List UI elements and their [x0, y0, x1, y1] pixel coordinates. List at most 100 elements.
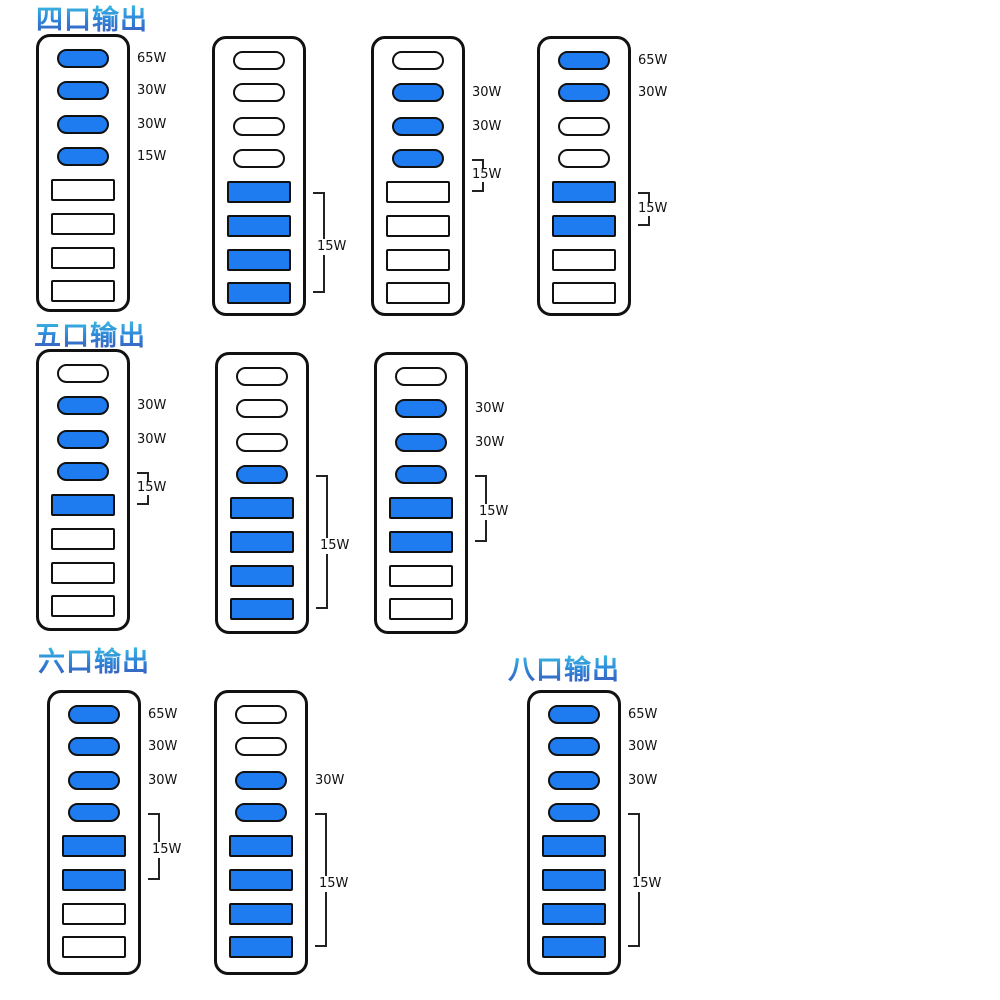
shared-wattage-label: 15W [632, 875, 662, 892]
usb-c-port-icon [235, 705, 287, 724]
usb-c-port-icon [57, 462, 109, 481]
port-wattage-label: 65W [148, 706, 178, 722]
usb-c-port-icon [392, 51, 444, 70]
shared-wattage-label: 15W [317, 238, 347, 255]
usb-a-port-icon [227, 282, 291, 304]
usb-a-port-icon [389, 598, 453, 620]
usb-a-port-icon [229, 936, 293, 958]
charging-hub: 30W 30W 15W [36, 349, 167, 631]
usb-a-port-icon [229, 903, 293, 925]
usb-c-port-icon [558, 149, 610, 168]
charging-hub: 15W [212, 36, 347, 316]
usb-c-port-icon [57, 49, 109, 68]
usb-a-port-icon [230, 565, 294, 587]
port-wattage-label: 30W [628, 772, 658, 788]
port-wattage-label: 15W [137, 148, 167, 164]
usb-c-port-icon [395, 433, 447, 452]
usb-c-port-icon [558, 51, 610, 70]
usb-c-port-icon [57, 115, 109, 134]
usb-c-port-icon [68, 705, 120, 724]
port-wattage-label: 30W [315, 772, 345, 788]
section-title: 五口输出 [34, 314, 146, 353]
usb-a-port-icon [386, 249, 450, 271]
usb-a-port-icon [542, 835, 606, 857]
usb-a-port-icon [542, 936, 606, 958]
usb-a-port-icon [386, 215, 450, 237]
shared-wattage-label: 15W [152, 842, 182, 859]
usb-a-port-icon [542, 903, 606, 925]
usb-a-port-icon [542, 869, 606, 891]
usb-c-port-icon [558, 117, 610, 136]
port-wattage-label: 30W [472, 118, 502, 134]
usb-c-port-icon [68, 771, 120, 790]
usb-a-port-icon [51, 528, 115, 550]
usb-a-port-icon [62, 936, 126, 958]
port-wattage-label: 30W [475, 434, 505, 450]
usb-a-port-icon [51, 494, 115, 516]
usb-c-port-icon [548, 771, 600, 790]
usb-c-port-icon [395, 399, 447, 418]
section-title: 六口输出 [38, 640, 150, 679]
usb-c-port-icon [235, 771, 287, 790]
usb-c-port-icon [395, 367, 447, 386]
usb-c-port-icon [236, 433, 288, 452]
usb-c-port-icon [236, 367, 288, 386]
port-wattage-label: 65W [628, 706, 658, 722]
usb-a-port-icon [51, 213, 115, 235]
usb-a-port-icon [552, 215, 616, 237]
charging-hub: 15W [215, 352, 350, 634]
charging-hub: 65W 30W 30W 15W [47, 690, 182, 975]
usb-c-port-icon [233, 51, 285, 70]
section-title: 八口输出 [508, 648, 620, 687]
usb-a-port-icon [62, 903, 126, 925]
usb-a-port-icon [51, 280, 115, 302]
port-wattage-label: 30W [137, 116, 167, 132]
port-wattage-label: 30W [148, 772, 178, 788]
usb-a-port-icon [51, 562, 115, 584]
usb-c-port-icon [558, 83, 610, 102]
usb-a-port-icon [227, 215, 291, 237]
usb-c-port-icon [235, 803, 287, 822]
section-title: 四口输出 [36, 0, 148, 37]
usb-a-port-icon [51, 179, 115, 201]
usb-a-port-icon [51, 247, 115, 269]
usb-c-port-icon [236, 465, 288, 484]
usb-c-port-icon [392, 83, 444, 102]
port-wattage-label: 65W [638, 52, 668, 68]
shared-wattage-label: 15W [472, 167, 502, 183]
shared-wattage-label: 15W [319, 875, 349, 892]
usb-c-port-icon [57, 147, 109, 166]
port-wattage-label: 30W [475, 400, 505, 416]
usb-c-port-icon [233, 117, 285, 136]
port-wattage-label: 30W [137, 397, 167, 413]
port-wattage-label: 30W [137, 82, 167, 98]
usb-c-port-icon [57, 364, 109, 383]
shared-wattage-label: 15W [638, 201, 668, 216]
usb-a-port-icon [62, 869, 126, 891]
port-wattage-label: 30W [472, 84, 502, 100]
usb-a-port-icon [552, 282, 616, 304]
charging-hub: 65W 30W 30W 15W [36, 34, 166, 312]
usb-a-port-icon [51, 595, 115, 617]
usb-c-port-icon [68, 737, 120, 756]
usb-a-port-icon [552, 249, 616, 271]
usb-a-port-icon [386, 181, 450, 203]
port-wattage-label: 30W [137, 431, 167, 447]
port-wattage-label: 65W [137, 50, 167, 66]
shared-wattage-label: 15W [137, 480, 167, 496]
usb-a-port-icon [389, 565, 453, 587]
usb-c-port-icon [68, 803, 120, 822]
charging-hub: 65W 30W 15W [537, 36, 668, 316]
usb-c-port-icon [548, 705, 600, 724]
usb-a-port-icon [229, 869, 293, 891]
charging-hub: 30W 15W [214, 690, 349, 975]
usb-c-port-icon [548, 737, 600, 756]
usb-c-port-icon [233, 149, 285, 168]
usb-c-port-icon [57, 430, 109, 449]
shared-wattage-label: 15W [320, 537, 350, 554]
port-wattage-label: 30W [638, 84, 668, 100]
usb-c-port-icon [233, 83, 285, 102]
usb-c-port-icon [57, 81, 109, 100]
port-wattage-label: 30W [148, 738, 178, 754]
